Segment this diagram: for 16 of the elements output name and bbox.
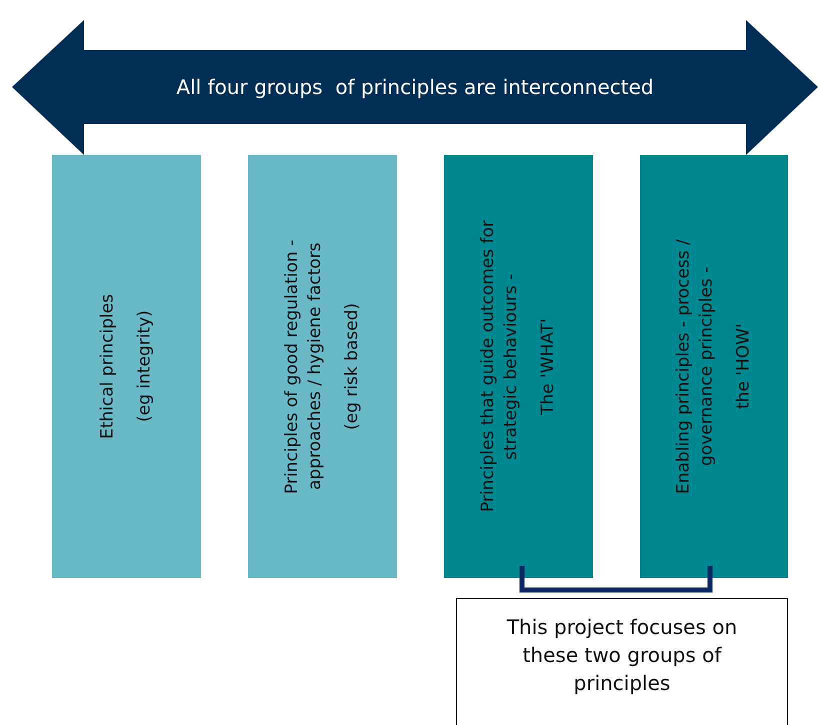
principle-box	[640, 155, 788, 578]
box-text: Enabling principles - process / governance principles -	[672, 238, 718, 496]
arrow-label: All four groups of principles are interconnected	[176, 75, 654, 99]
box-text: the 'HOW'	[732, 324, 754, 410]
box-text: (eg integrity)	[134, 310, 156, 422]
box-text: Ethical principles	[96, 294, 119, 439]
box-text: (eg risk based)	[340, 302, 363, 430]
box-text: Principles that guide outcomes for strategic behaviours -	[477, 219, 522, 514]
principle-box	[444, 155, 593, 578]
principle-box	[52, 155, 201, 578]
box-text: The 'WHAT'	[536, 318, 559, 415]
note-box	[456, 598, 788, 725]
box-text: Principles of good regulation - approaches / hygiene factors	[281, 238, 326, 496]
principle-box	[248, 155, 397, 578]
note-text: This project focuses on these two groups of principles	[506, 614, 738, 697]
double-arrow	[12, 20, 818, 155]
